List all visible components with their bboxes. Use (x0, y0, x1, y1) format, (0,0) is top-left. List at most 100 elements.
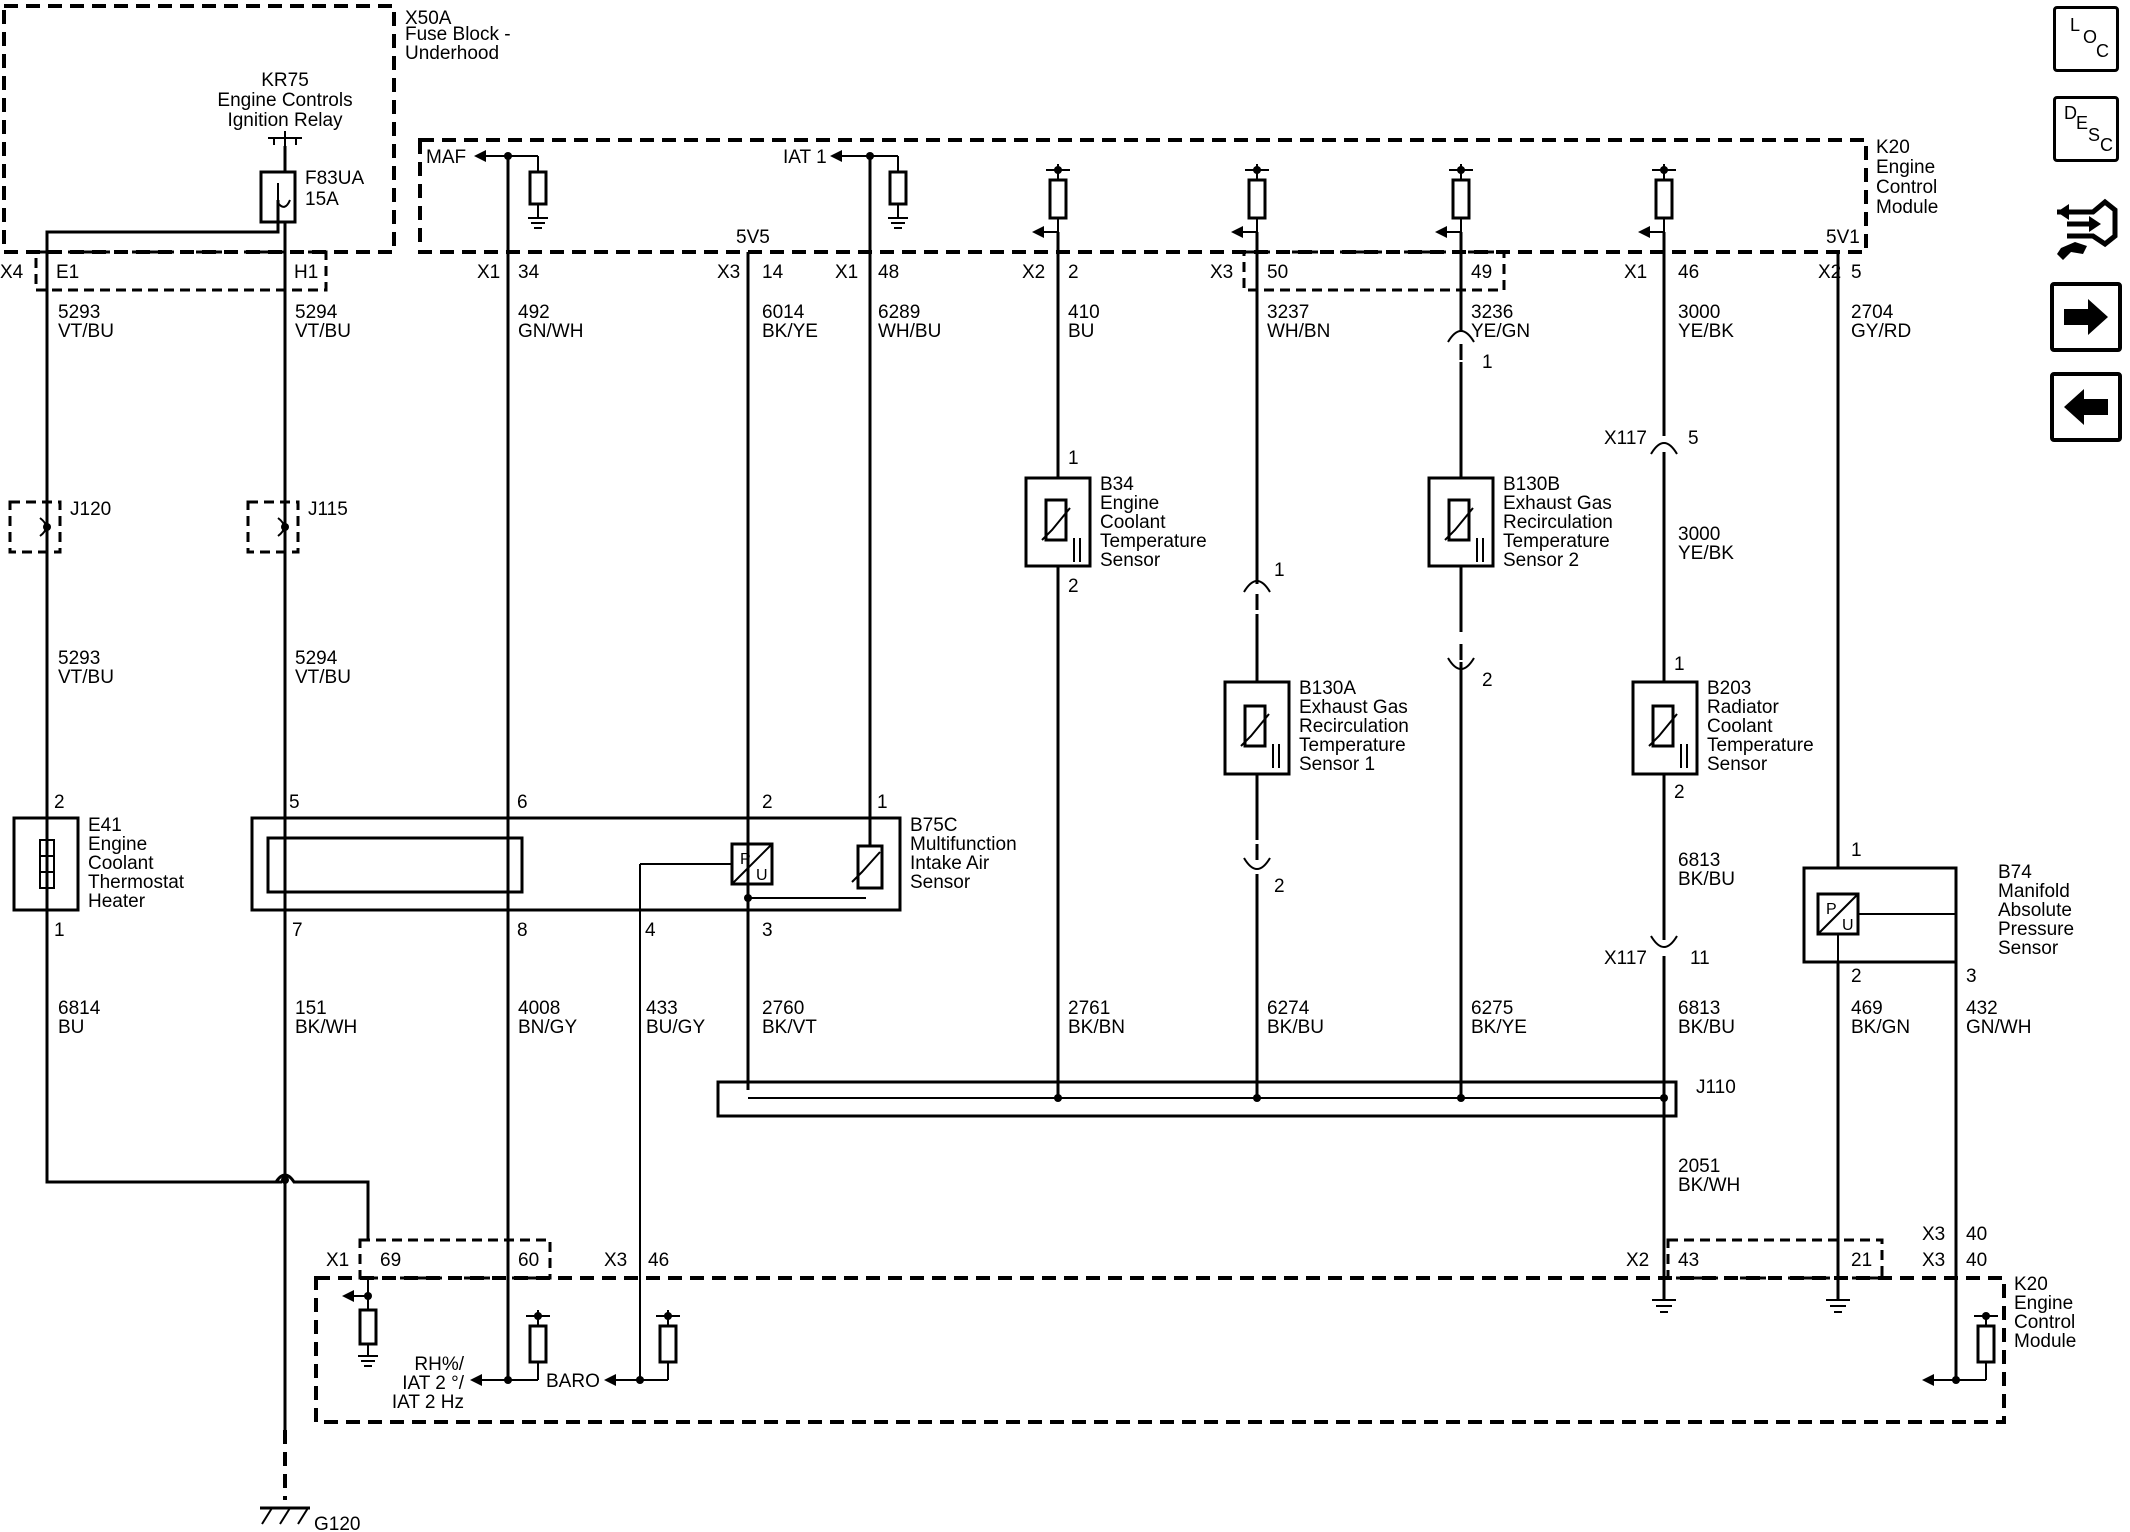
fuse-rating: 15A (305, 189, 339, 210)
wire-2051-color: BK/WH (1678, 1175, 1740, 1196)
wire-5293b: 5293 (58, 648, 100, 669)
conn-x2c: X2 (1626, 1250, 1649, 1271)
g120-label: G120 (314, 1514, 360, 1532)
conn-x1b: X1 (835, 262, 858, 283)
b203-pin-top: 1 (1674, 654, 1685, 675)
conn-x1c: X1 (1624, 262, 1647, 283)
ecm-bottom-name-2: Control (2014, 1312, 2075, 1333)
fuse-id: F83UA (305, 168, 364, 189)
conn-x3b: X3 (1210, 262, 1233, 283)
j120-label: J120 (70, 499, 111, 520)
conn-e1: E1 (56, 262, 79, 283)
b34-name-3: Temperature (1100, 531, 1207, 552)
e41-name-4: Heater (88, 891, 146, 912)
pin-46b: 46 (648, 1250, 669, 1271)
e41-name-3: Thermostat (88, 872, 185, 893)
component-b130b: 1 B130B Exhaust Gas Recirculation Temper… (1427, 330, 1613, 691)
wire-410-color: BU (1068, 321, 1094, 342)
wire-3000b-color: YE/BK (1678, 543, 1734, 564)
b34-name-2: Coolant (1100, 512, 1166, 533)
wire-6289: 6289 (878, 302, 920, 323)
relay-id: KR75 (261, 70, 309, 91)
conn-x2b: X2 (1818, 262, 1841, 283)
e41-id: E41 (88, 815, 122, 836)
wire-5293: 5293 (58, 302, 100, 323)
x117b-label: X117 (1604, 948, 1647, 969)
wire-432: 432 (1966, 998, 1998, 1019)
ecm-bottom-name-3: Module (2014, 1331, 2076, 1352)
wire-410: 410 (1068, 302, 1100, 323)
wire-6274-color: BK/BU (1267, 1017, 1324, 1038)
next-button[interactable] (2050, 282, 2122, 352)
pin-60: 60 (518, 1250, 539, 1271)
fuse-block-name-2: Underhood (405, 43, 499, 64)
pin-34: 34 (518, 262, 540, 283)
b75c-pin-6: 6 (517, 792, 528, 813)
wire-469: 469 (1851, 998, 1883, 1019)
ecm-top-id: K20 (1876, 137, 1910, 158)
wire-151-color: BK/WH (295, 1017, 357, 1038)
wire-2051: 2051 (1678, 1156, 1720, 1177)
pin-21: 21 (1851, 1250, 1872, 1271)
x117b-pin: 11 (1690, 948, 1710, 969)
back-button[interactable] (2050, 372, 2122, 442)
b34-pin-top: 1 (1068, 448, 1079, 469)
fuse-block-x50a: X50A Fuse Block - Underhood (2, 4, 511, 254)
wire-6813a: 6813 (1678, 850, 1720, 871)
wire-2761: 2761 (1068, 998, 1110, 1019)
b34-id: B34 (1100, 474, 1134, 495)
wire-3236: 3236 (1471, 302, 1513, 323)
connector-button[interactable] (2053, 188, 2119, 268)
rh-signal-3: IAT 2 Hz (392, 1392, 464, 1413)
loc-button[interactable]: L O C (2053, 6, 2119, 72)
b74-name-4: Sensor (1998, 938, 2059, 959)
b75c-name-2: Intake Air (910, 853, 990, 874)
iat1-signal: IAT 1 (783, 147, 827, 168)
wire-2761-color: BK/BN (1068, 1017, 1125, 1038)
baro-signal: BARO (546, 1371, 600, 1392)
conn-x3c: X3 (604, 1250, 627, 1271)
relay-kr75: KR75 Engine Controls Ignition Relay (217, 70, 353, 146)
bottom-connectors: X1 69 60 X3 46 X2 43 21 X3 40 X3 40 (326, 1224, 1987, 1271)
b203-name-3: Temperature (1707, 735, 1814, 756)
wire-432-color: GN/WH (1966, 1017, 2031, 1038)
arrow-right-icon (2064, 299, 2108, 335)
conn-x4: X4 (0, 262, 24, 283)
b74-name-1: Manifold (1998, 881, 2070, 902)
b75c-name-3: Sensor (910, 872, 971, 893)
b75c-pin-3: 3 (762, 920, 773, 941)
conn-x1a: X1 (477, 262, 500, 283)
desc-button[interactable]: D E S C (2053, 96, 2119, 162)
b203-name-2: Coolant (1707, 716, 1773, 737)
b203-pin-bottom: 2 (1674, 782, 1685, 803)
wire-6814-color: BU (58, 1017, 84, 1038)
b74-u-glyph: U (1842, 917, 1854, 934)
ecm-top-name-2: Control (1876, 177, 1937, 198)
b130a-inline-pin-top: 1 (1274, 560, 1285, 581)
b130a-name-4: Sensor 1 (1299, 754, 1375, 775)
wire-3236-color: YE/GN (1471, 321, 1530, 342)
splice-j110: J110 (716, 1077, 1736, 1118)
component-b74: P U 1 2 3 B74 Manifold Absolute Pressure… (1802, 840, 2074, 987)
b130a-name-3: Temperature (1299, 735, 1406, 756)
wire-2760-color: BK/VT (762, 1017, 817, 1038)
b34-pin-bottom: 2 (1068, 576, 1079, 597)
splice-j120: J120 (8, 499, 111, 554)
wire-6813b-color: BK/BU (1678, 1017, 1735, 1038)
b130b-inline-pin-bottom: 2 (1482, 670, 1493, 691)
b75c-id: B75C (910, 815, 958, 836)
connector-icon (2057, 198, 2118, 260)
b74-pin-3: 3 (1966, 966, 1977, 987)
desc-letter-s: S (2088, 125, 2100, 145)
b75c-pin-2: 2 (762, 792, 773, 813)
e41-pin-top: 2 (54, 792, 65, 813)
b130a-name-2: Recirculation (1299, 716, 1409, 737)
ecm-bottom-name-1: Engine (2014, 1293, 2073, 1314)
wire-5294b: 5294 (295, 648, 338, 669)
conn-x2a: X2 (1022, 262, 1045, 283)
wire-5294-color: VT/BU (295, 321, 351, 342)
arrow-left-icon (2064, 389, 2108, 425)
loc-letter-o: O (2083, 27, 2097, 47)
wire-6275-color: BK/YE (1471, 1017, 1527, 1038)
